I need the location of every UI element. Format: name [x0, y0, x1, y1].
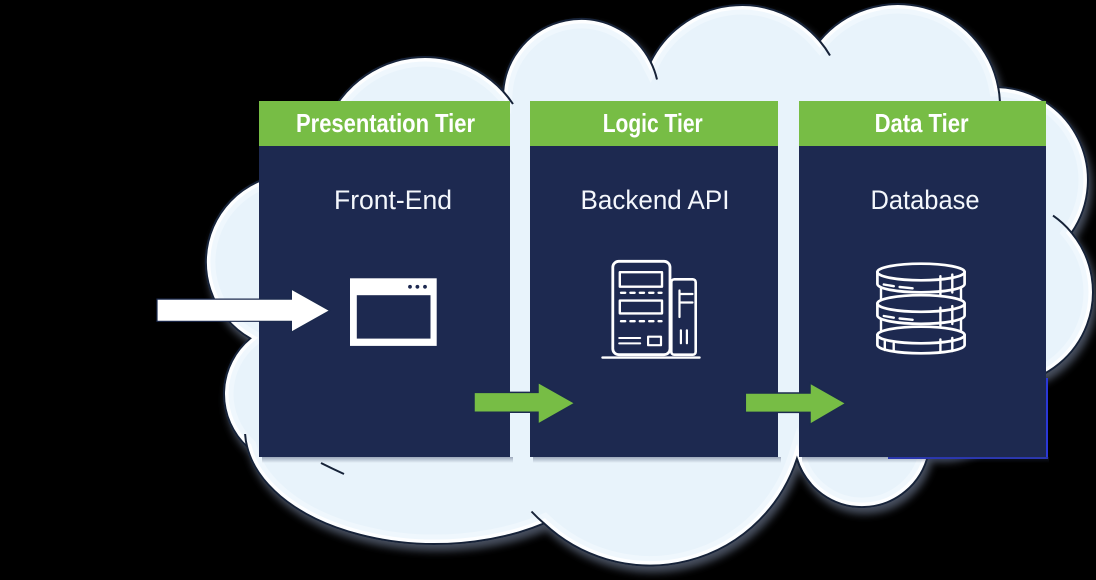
- svg-text:Logic Tier: Logic Tier: [603, 108, 703, 138]
- svg-text:Backend API: Backend API: [581, 185, 730, 215]
- svg-text:Data Tier: Data Tier: [875, 108, 969, 138]
- svg-text:Front-End: Front-End: [334, 185, 452, 215]
- svg-text:Database: Database: [871, 185, 980, 215]
- svg-text:Presentation Tier: Presentation Tier: [296, 108, 475, 138]
